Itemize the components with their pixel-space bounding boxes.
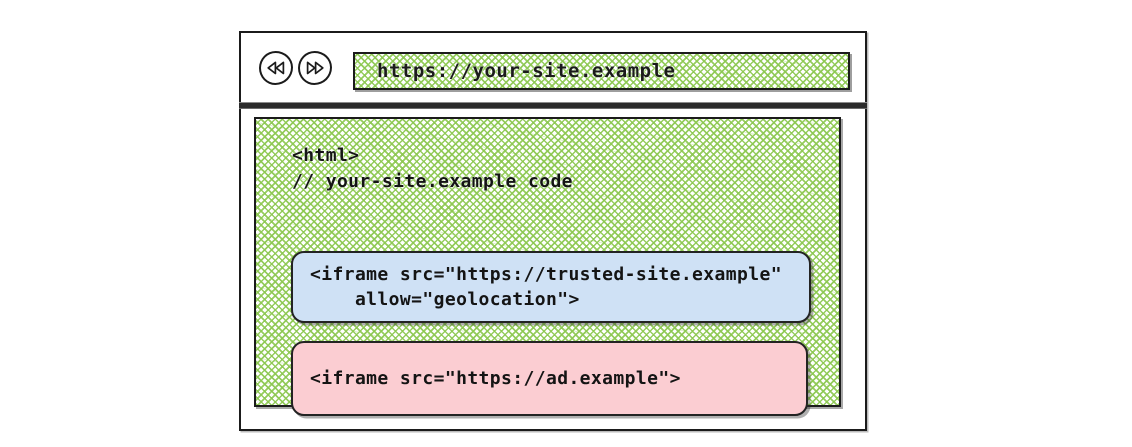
- iframe-code-line: <iframe src="https://trusted-site.exampl…: [310, 264, 782, 285]
- code-line: // your-site.example code: [292, 171, 573, 192]
- iframe-code-line: allow="geolocation">: [310, 289, 580, 310]
- navigation-buttons: [259, 51, 332, 85]
- rewind-icon: [266, 61, 286, 75]
- toolbar-divider: [239, 102, 867, 109]
- url-bar[interactable]: https://your-site.example: [353, 52, 850, 90]
- iframe-code-line: <iframe src="https://ad.example">: [310, 368, 681, 389]
- browser-toolbar: https://your-site.example: [241, 33, 865, 103]
- page-viewport: <html> // your-site.example code <iframe…: [254, 117, 841, 416]
- browser-window: https://your-site.example <html> // your…: [239, 31, 867, 431]
- url-input[interactable]: https://your-site.example: [377, 60, 676, 82]
- page-source-code: <html> // your-site.example code: [292, 145, 573, 192]
- back-button[interactable]: [259, 51, 293, 85]
- fast-forward-icon: [305, 61, 325, 75]
- code-line: <html>: [292, 145, 360, 166]
- trusted-site-iframe[interactable]: <iframe src="https://trusted-site.exampl…: [291, 251, 811, 323]
- forward-button[interactable]: [298, 51, 332, 85]
- ad-iframe[interactable]: <iframe src="https://ad.example">: [291, 341, 808, 416]
